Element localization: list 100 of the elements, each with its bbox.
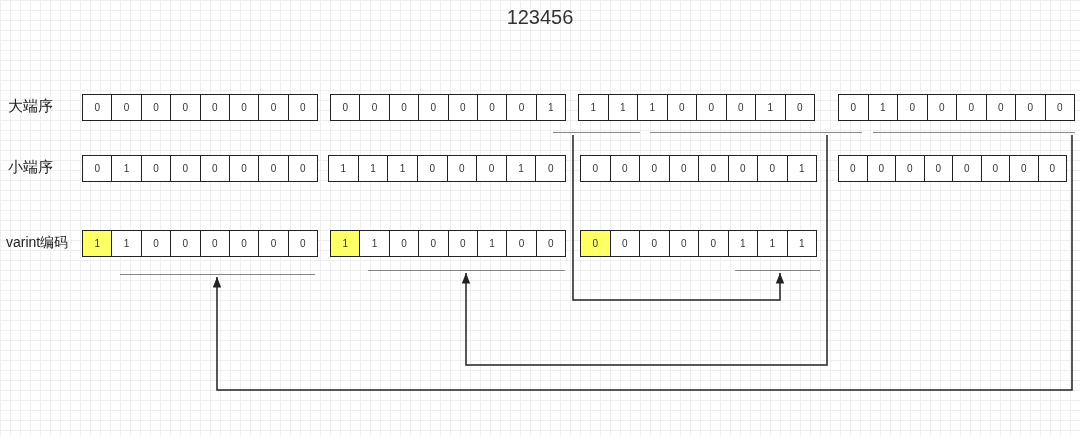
byte-box xyxy=(328,155,566,182)
bit-cell: 1 xyxy=(535,95,565,120)
bit-cell-text: 0 xyxy=(93,101,101,115)
group-underline xyxy=(650,132,862,134)
row-label: 大端序 xyxy=(8,97,53,116)
group-underline xyxy=(735,270,820,272)
bit-cell: 0 xyxy=(111,95,141,120)
bit-cell: 0 xyxy=(727,156,757,181)
bit-cell: 0 xyxy=(170,95,200,120)
bit-cell: 0 xyxy=(1044,95,1074,120)
bit-cell: 0 xyxy=(199,156,229,181)
byte-box xyxy=(330,94,566,121)
bit-cell: 1 xyxy=(607,95,637,120)
byte-box xyxy=(330,230,566,257)
bit-cell: 0 xyxy=(258,95,288,120)
diagram-title: 123456 xyxy=(505,6,575,29)
bit-cell: 0 xyxy=(418,95,448,120)
bit-cell: 0 xyxy=(581,231,610,256)
bit-cell: 0 xyxy=(447,231,477,256)
group-underline xyxy=(368,270,565,272)
bit-cell: 0 xyxy=(287,231,317,256)
bit-cell-text: 0 xyxy=(849,101,858,115)
bit-cell: 1 xyxy=(867,95,897,120)
bit-cell: 0 xyxy=(416,156,447,181)
bit-cell: 0 xyxy=(923,156,952,181)
bit-cell: 0 xyxy=(985,95,1015,120)
bit-cell: 0 xyxy=(956,95,986,120)
bit-cell: 1 xyxy=(755,95,785,120)
bit-cell: 0 xyxy=(698,231,728,256)
arrow xyxy=(212,134,1073,391)
bit-cell: 0 xyxy=(757,156,787,181)
bit-cell-text: 0 xyxy=(591,162,600,176)
bit-cell: 0 xyxy=(980,156,1009,181)
group-underline xyxy=(553,132,640,134)
bit-cell: 0 xyxy=(666,95,696,120)
bit-cell: 0 xyxy=(897,95,927,120)
row-label: varint编码 xyxy=(6,234,69,252)
bit-cell: 0 xyxy=(388,95,419,120)
bit-cell-text: 0 xyxy=(848,162,857,176)
bit-cell: 1 xyxy=(111,231,141,256)
bit-cell: 0 xyxy=(228,231,259,256)
bit-cell: 0 xyxy=(199,231,229,256)
bit-cell: 1 xyxy=(786,231,816,256)
bit-cell: 1 xyxy=(757,231,787,256)
bit-cell-text: 0 xyxy=(341,101,349,115)
bit-cell: 0 xyxy=(895,156,924,181)
bit-cell: 0 xyxy=(926,95,956,120)
bit-cell: 0 xyxy=(228,95,259,120)
bit-cell: 0 xyxy=(287,156,317,181)
bit-cell: 0 xyxy=(140,231,171,256)
bit-cell: 0 xyxy=(258,231,288,256)
bit-cell: 0 xyxy=(696,95,726,120)
bit-cell: 0 xyxy=(1037,156,1066,181)
bit-cell: 0 xyxy=(668,156,698,181)
bit-cell: 1 xyxy=(476,231,507,256)
bit-cell: 0 xyxy=(418,231,448,256)
byte-box xyxy=(578,94,815,121)
bit-cell-text: 0 xyxy=(93,162,101,176)
bit-cell: 0 xyxy=(609,156,639,181)
bit-cell: 0 xyxy=(140,95,171,120)
bit-cell: 0 xyxy=(476,95,507,120)
row-label: 小端序 xyxy=(8,158,53,177)
byte-box xyxy=(82,94,318,121)
arrow xyxy=(461,134,828,366)
arrow xyxy=(572,134,785,301)
bit-cell: 0 xyxy=(1009,156,1038,181)
bit-cell: 0 xyxy=(447,95,477,120)
bit-cell: 0 xyxy=(609,231,639,256)
bit-cell: 1 xyxy=(786,156,816,181)
bit-cell: 0 xyxy=(535,231,565,256)
byte-box xyxy=(580,230,817,257)
bit-cell-text: 1 xyxy=(589,101,598,115)
byte-box xyxy=(82,155,318,182)
bit-cell: 0 xyxy=(170,231,200,256)
bit-cell: 0 xyxy=(952,156,981,181)
bit-cell: 1 xyxy=(727,231,757,256)
bit-cell: 0 xyxy=(287,95,317,120)
byte-box xyxy=(82,230,318,257)
bit-cell: 0 xyxy=(388,231,419,256)
bit-cell: 1 xyxy=(387,156,417,181)
bit-cell: 0 xyxy=(258,156,288,181)
bit-cell-text: 1 xyxy=(339,162,348,176)
byte-box xyxy=(838,155,1067,182)
bit-cell: 0 xyxy=(506,231,536,256)
bit-cell: 0 xyxy=(668,231,698,256)
bit-cell: 1 xyxy=(331,231,360,256)
bit-cell: 0 xyxy=(725,95,755,120)
group-underline xyxy=(120,274,315,276)
bit-cell: 0 xyxy=(446,156,477,181)
bit-cell: 1 xyxy=(111,156,141,181)
bit-cell: 1 xyxy=(359,231,389,256)
bit-cell: 1 xyxy=(83,231,112,256)
bit-cell: 0 xyxy=(476,156,506,181)
bit-cell: 0 xyxy=(1015,95,1045,120)
bit-cell: 0 xyxy=(228,156,259,181)
bit-cell: 0 xyxy=(199,95,229,120)
byte-box xyxy=(838,94,1075,121)
bit-cell: 0 xyxy=(359,95,389,120)
bit-cell: 1 xyxy=(637,95,667,120)
bit-cell: 0 xyxy=(140,156,171,181)
